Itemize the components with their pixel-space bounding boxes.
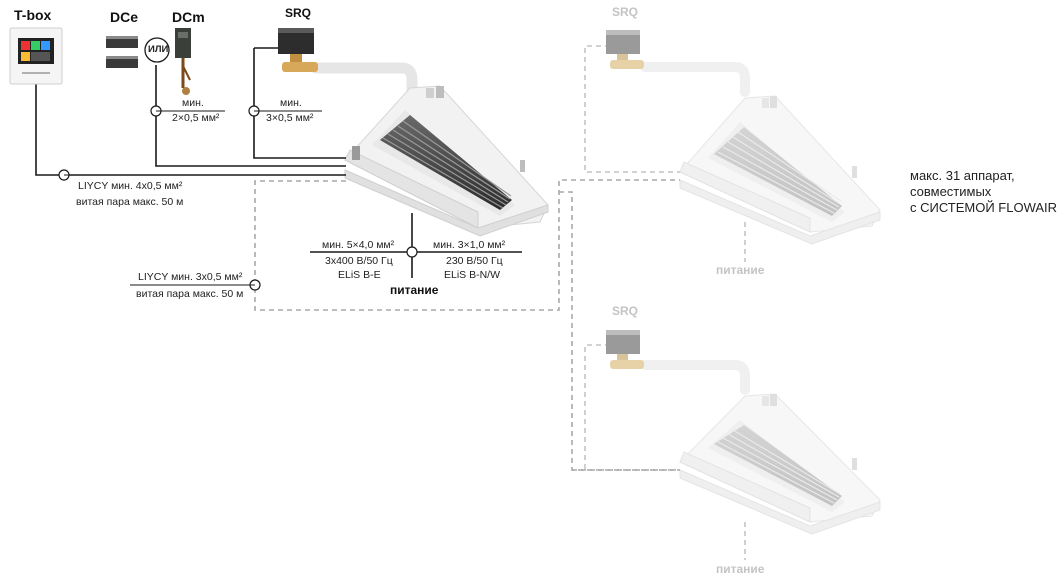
power-left-spec-1: мин. 5×4,0 мм² <box>322 239 395 251</box>
srq-bottom-label: SRQ <box>612 304 639 318</box>
tbox-wire-spec-2: витая пара макс. 50 м <box>76 196 184 208</box>
srq-wire-spec-2: 3×0,5 мм² <box>266 112 314 124</box>
tbox-label: T-box <box>14 7 52 23</box>
capacity-note-1: макс. 31 аппарат, <box>910 168 1015 183</box>
tbox-wire-spec-1: LIYCY мин. 4х0,5 мм² <box>78 180 183 192</box>
dashed-bus <box>254 179 680 471</box>
dce-label: DCe <box>110 9 139 25</box>
srq-bottom-device <box>606 330 644 369</box>
pipe-main <box>310 62 418 101</box>
srq-top-label: SRQ <box>612 5 639 19</box>
power-right-spec-1: мин. 3×1,0 мм² <box>433 239 506 251</box>
top-air-curtain <box>679 95 881 245</box>
power-left-spec-3: ELiS B-E <box>338 269 381 281</box>
srq-main-label: SRQ <box>285 6 312 20</box>
dcm-device <box>175 28 191 95</box>
srq-main-device <box>278 28 318 72</box>
dcm-wire-spec-1: мин. <box>182 97 204 109</box>
pipe-bottom-unit <box>640 360 750 395</box>
dce-device <box>106 36 138 68</box>
label-rules <box>64 110 322 176</box>
tbox-device <box>9 27 63 85</box>
wire-markers <box>58 105 260 181</box>
power-bottom-unit-label: питание <box>716 562 765 576</box>
main-air-curtain <box>344 85 549 237</box>
control-wires <box>35 47 346 176</box>
capacity-note-3: с СИСТЕМОЙ FLOWAIR <box>910 200 1057 215</box>
or-symbol <box>144 37 170 63</box>
bus-wire-spec-1: LIYCY мин. 3х0,5 мм² <box>138 271 243 283</box>
srq-top-device <box>606 30 644 69</box>
power-right-spec-2: 230 В/50 Гц <box>446 255 503 267</box>
power-top-unit-label: питание <box>716 263 765 277</box>
power-right-spec-3: ELiS B-N/W <box>444 269 501 281</box>
capacity-note-2: совместимых <box>910 184 992 199</box>
dcm-label: DCm <box>172 9 205 25</box>
dcm-wire-spec-2: 2×0,5 мм² <box>172 112 220 124</box>
bus-wire-spec-2: витая пара макс. 50 м <box>136 288 244 300</box>
dashed-srq-wires <box>584 45 746 560</box>
power-left-spec-2: 3х400 В/50 Гц <box>325 255 393 267</box>
power-line-main <box>310 213 522 278</box>
or-label: ИЛИ <box>148 44 169 55</box>
bus-marker <box>130 279 261 291</box>
power-main-label: питание <box>390 283 439 297</box>
pipe-top-unit <box>640 62 750 97</box>
srq-wire-spec-1: мин. <box>280 97 302 109</box>
bottom-air-curtain <box>679 393 881 535</box>
